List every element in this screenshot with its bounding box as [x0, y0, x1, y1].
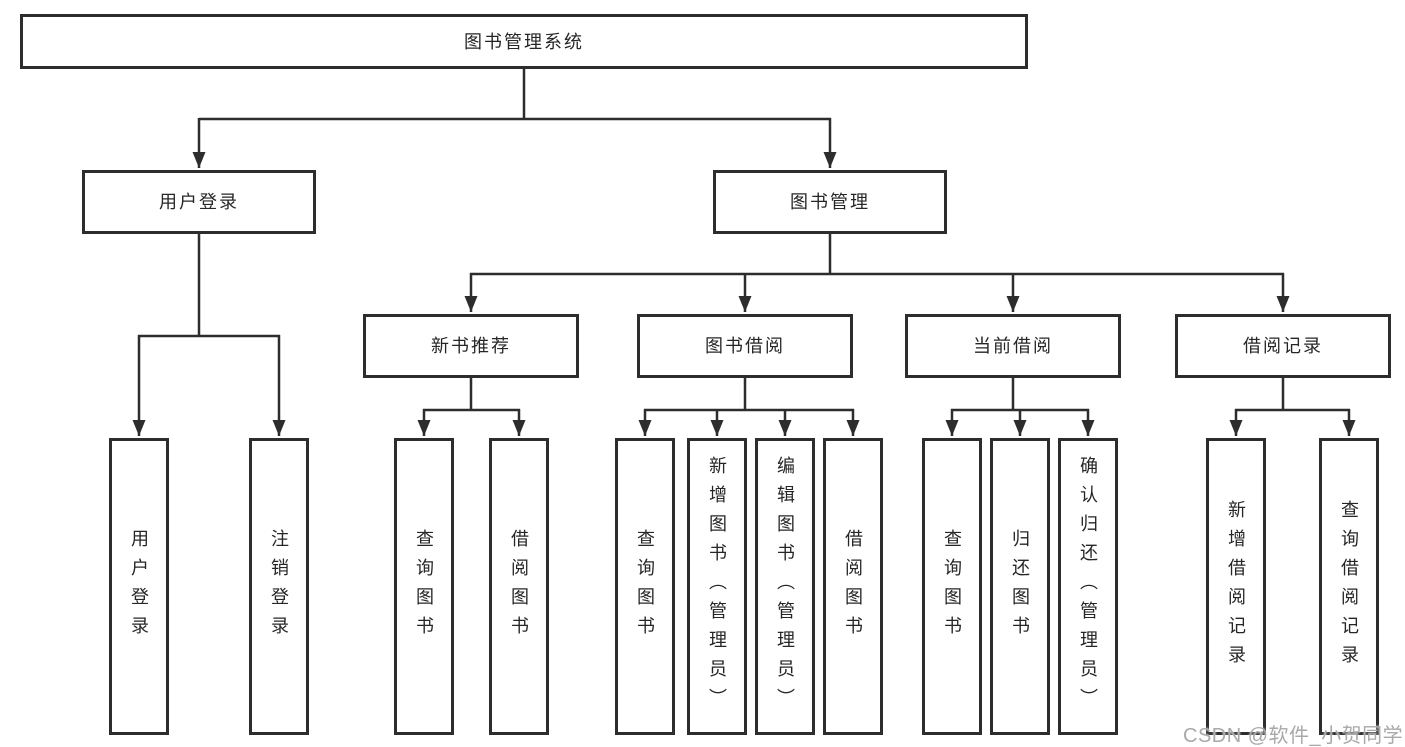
node-user-login: 用户登录 — [82, 170, 316, 234]
leaf-confirm-return-admin: 确认归还（管理员） — [1058, 438, 1118, 735]
leaf-query-book-current: 查询图书 — [922, 438, 982, 735]
node-book-borrow: 图书借阅 — [637, 314, 853, 378]
node-book-management: 图书管理 — [713, 170, 947, 234]
leaf-add-book-admin: 新增图书（管理员） — [687, 438, 747, 735]
leaf-add-borrow-record: 新增借阅记录 — [1206, 438, 1266, 735]
leaf-user-login: 用户登录 — [109, 438, 169, 735]
leaf-borrow-book: 借阅图书 — [823, 438, 883, 735]
leaf-borrow-book-recommend: 借阅图书 — [489, 438, 549, 735]
node-borrow-record: 借阅记录 — [1175, 314, 1391, 378]
leaf-return-book: 归还图书 — [990, 438, 1050, 735]
node-root: 图书管理系统 — [20, 14, 1028, 69]
leaf-query-borrow-record: 查询借阅记录 — [1319, 438, 1379, 735]
leaf-query-book-recommend: 查询图书 — [394, 438, 454, 735]
leaf-logout: 注销登录 — [249, 438, 309, 735]
csdn-watermark: CSDN @软件_小贺同学 — [1183, 725, 1404, 747]
node-new-book-recommend: 新书推荐 — [363, 314, 579, 378]
node-current-borrow: 当前借阅 — [905, 314, 1121, 378]
leaf-query-book-borrow: 查询图书 — [615, 438, 675, 735]
leaf-edit-book-admin: 编辑图书（管理员） — [755, 438, 815, 735]
